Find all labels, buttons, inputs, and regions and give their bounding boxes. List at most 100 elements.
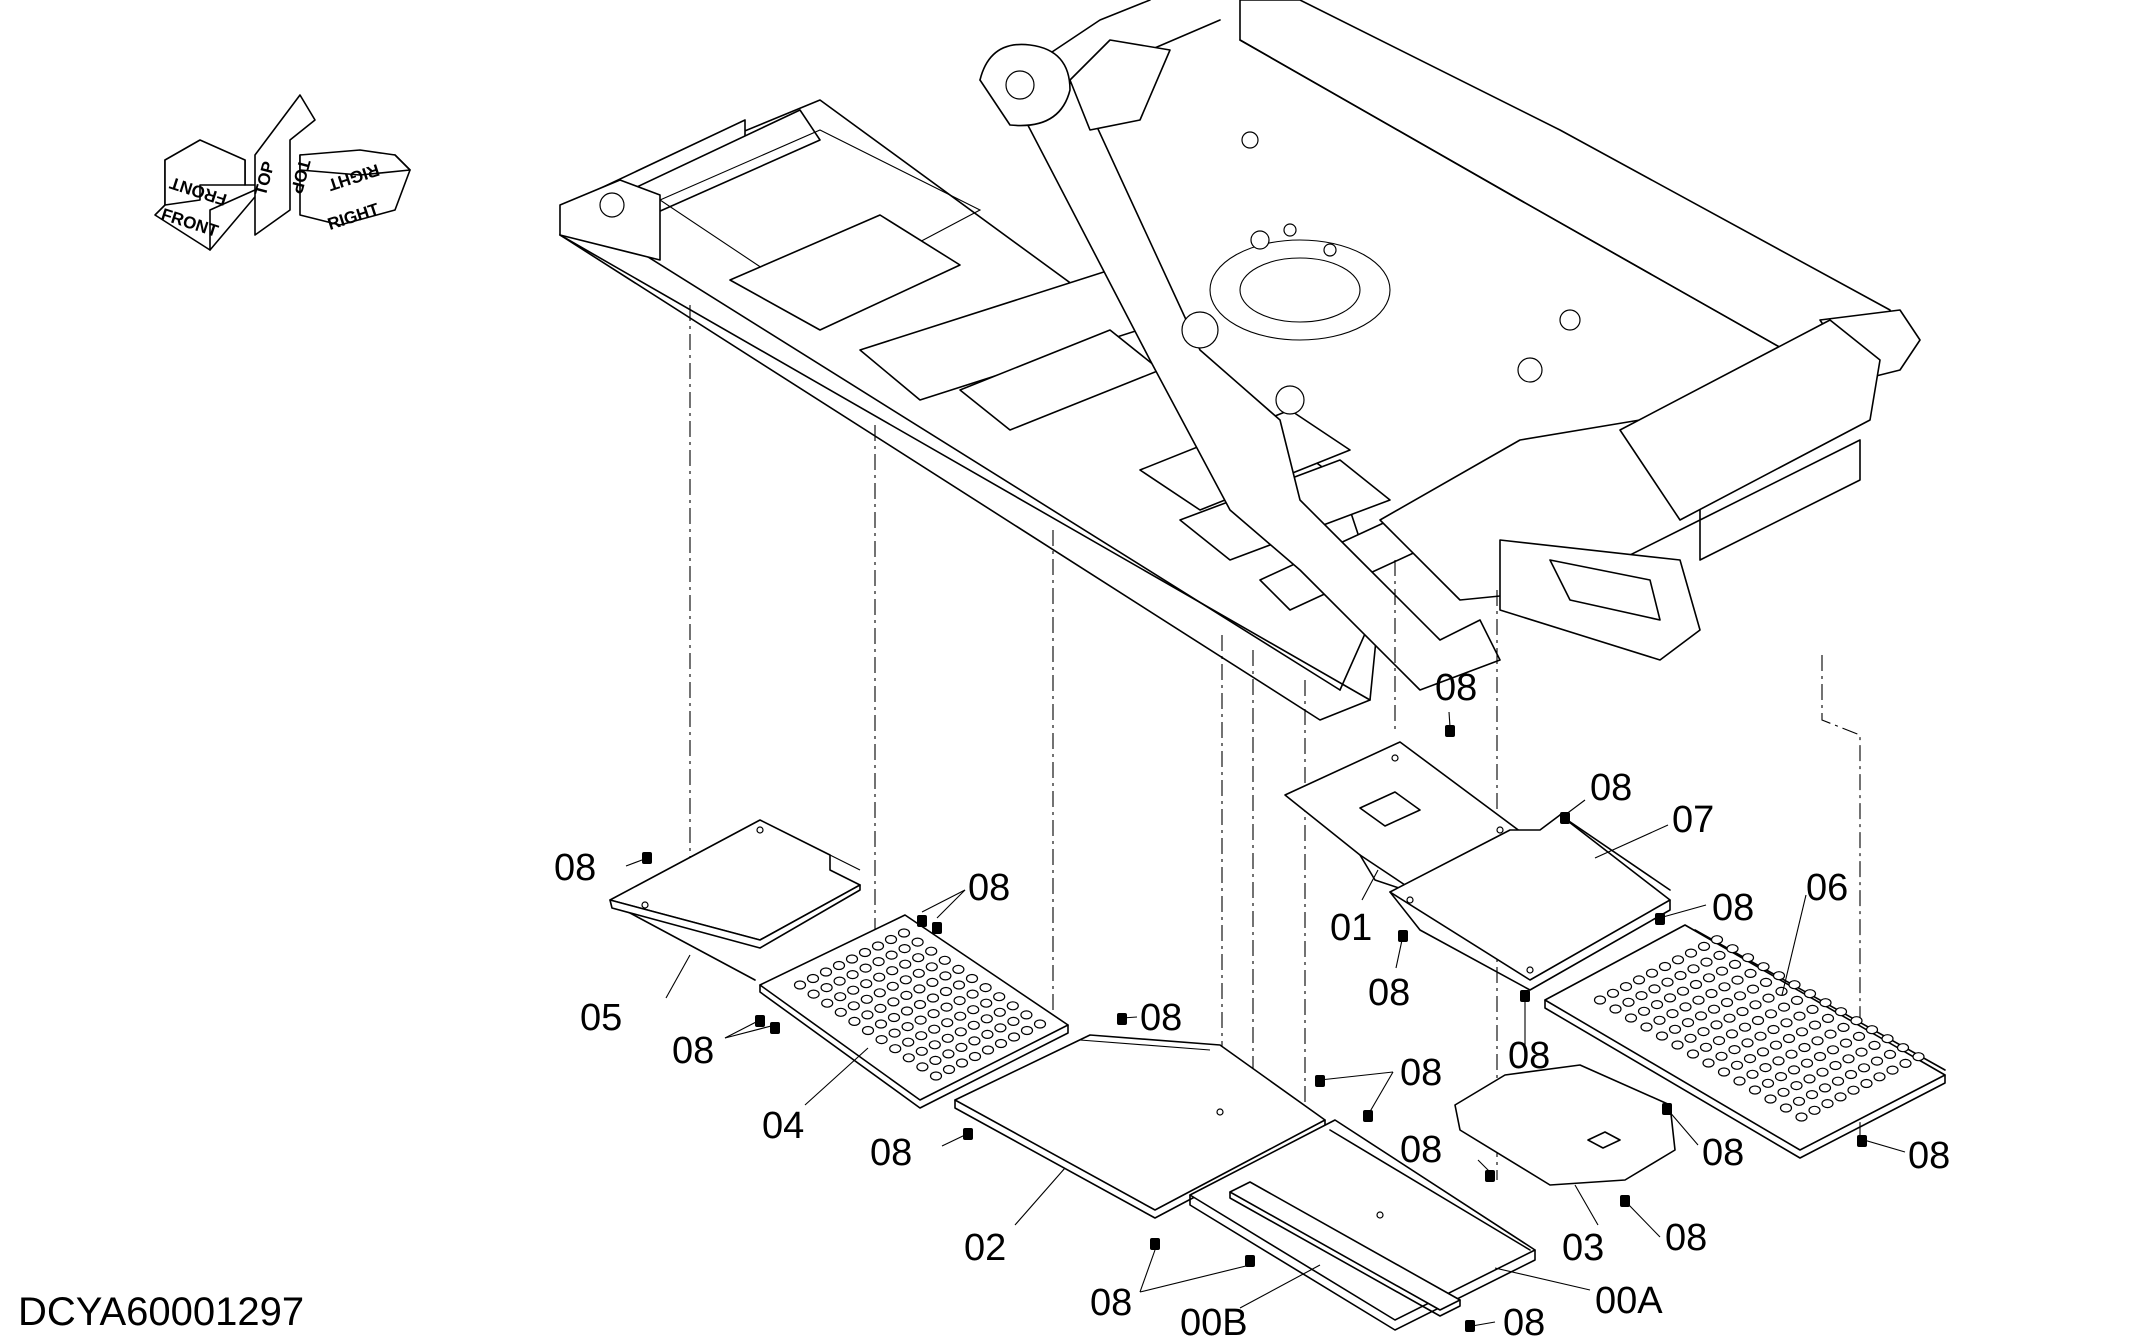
perforation-hole xyxy=(819,967,833,977)
perforation-hole xyxy=(955,1058,969,1068)
perforation-hole xyxy=(1746,984,1760,994)
perforation-hole xyxy=(1813,1051,1827,1062)
perforation-hole xyxy=(1713,950,1726,961)
perforation-hole xyxy=(1666,1008,1679,1019)
bolts-08 xyxy=(642,725,1867,1332)
perforation-hole xyxy=(1661,977,1674,987)
perforation-hole xyxy=(1759,977,1773,988)
perforation-hole xyxy=(980,1014,993,1024)
perforation-hole xyxy=(1790,1080,1803,1091)
perforation-hole xyxy=(912,968,925,978)
label-03: 03 xyxy=(1562,1227,1604,1269)
perforation-hole xyxy=(1775,986,1788,997)
perforation-hole xyxy=(806,973,820,984)
perforation-hole xyxy=(1645,968,1659,978)
perforation-hole xyxy=(1811,1036,1824,1046)
panel-04-perforations xyxy=(793,928,1047,1081)
label-08-j: 08 xyxy=(1590,767,1632,809)
perforation-hole xyxy=(1007,1032,1021,1042)
perforation-hole xyxy=(1663,993,1677,1003)
perforation-hole xyxy=(873,972,886,982)
perforation-hole xyxy=(875,1034,888,1045)
perforation-hole xyxy=(1725,1029,1739,1039)
perforation-hole xyxy=(994,1038,1008,1049)
perforation-hole xyxy=(889,1044,902,1054)
perforation-hole xyxy=(871,941,885,951)
perforation-hole xyxy=(1772,1056,1785,1066)
perforation-hole xyxy=(832,960,846,971)
perforation-hole xyxy=(886,966,899,976)
perforation-hole xyxy=(1868,1040,1881,1051)
perforation-hole xyxy=(1749,1000,1762,1010)
perforation-hole xyxy=(1687,964,1700,974)
perforation-hole xyxy=(953,995,966,1006)
perforation-hole xyxy=(901,1021,914,1032)
perforation-hole xyxy=(1728,1044,1741,1055)
perforation-hole xyxy=(954,1011,967,1021)
perforation-hole xyxy=(1870,1056,1884,1066)
perforation-hole xyxy=(1593,995,1607,1005)
perforation-hole xyxy=(939,986,953,997)
panel-06-perforations xyxy=(1593,935,1925,1122)
perforation-hole xyxy=(899,975,912,985)
perforation-hole xyxy=(981,1029,994,1040)
perforation-hole xyxy=(952,980,966,990)
label-08-q: 08 xyxy=(1908,1135,1950,1177)
perforation-hole xyxy=(1748,1085,1762,1095)
perforation-hole xyxy=(1787,1065,1801,1075)
perforation-hole xyxy=(1881,1034,1894,1044)
label-00B: 00B xyxy=(1180,1302,1248,1343)
perforation-hole xyxy=(887,997,900,1007)
perforation-hole xyxy=(1720,997,1734,1008)
perforation-hole xyxy=(1839,1038,1853,1048)
perforation-hole xyxy=(952,964,965,975)
perforation-hole xyxy=(1710,935,1724,945)
perforation-hole xyxy=(1728,959,1742,970)
label-08-p: 08 xyxy=(1665,1217,1707,1259)
label-08-d: 08 xyxy=(1140,997,1182,1039)
panel-03 xyxy=(1454,1064,1676,1186)
perforation-hole xyxy=(1844,1069,1858,1080)
callout-labels: 08 05 08 08 04 08 08 02 08 08 00B 00A 08… xyxy=(554,667,1950,1343)
label-04: 04 xyxy=(762,1105,804,1147)
perforation-hole xyxy=(900,990,913,1001)
perforation-hole xyxy=(1606,988,1620,998)
perforation-hole xyxy=(1759,1062,1772,1073)
perforation-hole xyxy=(1798,1042,1811,1053)
perforation-hole xyxy=(833,976,846,986)
perforation-hole xyxy=(861,1025,875,1036)
perforation-hole xyxy=(872,956,885,967)
perforation-hole xyxy=(1756,1047,1770,1057)
perforation-hole xyxy=(1020,1010,1033,1020)
perforation-hole xyxy=(834,992,847,1002)
perforation-hole xyxy=(1826,1045,1840,1055)
perforation-hole xyxy=(1702,1058,1715,1068)
perforation-hole xyxy=(1622,997,1635,1007)
perforation-hole xyxy=(912,953,925,963)
perforation-hole xyxy=(1731,975,1744,985)
perforation-hole xyxy=(1785,1049,1798,1059)
perforation-hole xyxy=(1702,973,1716,983)
perforation-hole xyxy=(807,989,820,999)
label-01: 01 xyxy=(1330,907,1372,949)
perforation-hole xyxy=(1800,1058,1814,1068)
perforation-hole xyxy=(968,1051,982,1062)
perforation-hole xyxy=(994,1023,1007,1033)
perforation-hole xyxy=(1762,993,1775,1003)
perforation-hole xyxy=(874,1003,887,1014)
perforation-hole xyxy=(916,1062,929,1072)
perforation-hole xyxy=(1712,1035,1726,1046)
perforation-hole xyxy=(1694,1011,1708,1021)
perforation-hole xyxy=(834,1007,847,1017)
perforation-hole xyxy=(902,1053,915,1063)
leader-lines xyxy=(625,711,1906,1327)
perforation-hole xyxy=(1795,1112,1808,1122)
perforation-hole xyxy=(1684,1033,1697,1043)
perforation-hole xyxy=(1007,1016,1020,1027)
perforation-hole xyxy=(1754,1031,1767,1041)
perforation-hole xyxy=(1658,961,1672,972)
perforation-hole xyxy=(1746,1069,1759,1079)
panel-06 xyxy=(1544,924,1946,1159)
panel-01 xyxy=(1284,741,1526,891)
label-07: 07 xyxy=(1672,799,1714,841)
